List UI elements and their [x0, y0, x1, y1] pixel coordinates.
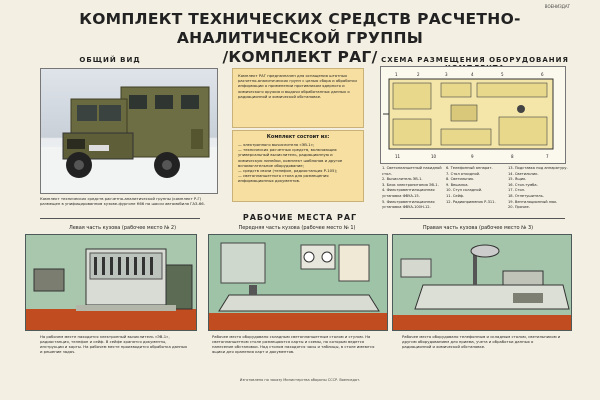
- intro-box: Комплект РАГ предназначен для оснащения …: [232, 68, 364, 128]
- floor-plan: 1 2 3 4 5 6 11 10 9 8 7: [383, 72, 554, 159]
- svg-text:3: 3: [445, 72, 448, 77]
- workplace-right-illustration: [393, 235, 571, 330]
- svg-text:8: 8: [511, 154, 514, 159]
- legend-item: 12. Радиоприемник Р-311.: [446, 199, 496, 204]
- workplace-left-image: [25, 234, 197, 331]
- workplace-left-illustration: [26, 235, 196, 330]
- composition-item: — технических расчетных средств, включаю…: [238, 147, 343, 168]
- legend-item: 16. Стол-тумба.: [508, 182, 538, 187]
- legend-item: 4. Фильтровентиляционная установка ФВУА-…: [382, 188, 435, 198]
- svg-text:6: 6: [541, 72, 544, 77]
- legend-item: 15. Ящик.: [508, 177, 527, 182]
- composition-item: — электронного вычислителя «ЭВ-1»;: [238, 142, 315, 147]
- intro-text: Комплект РАГ предназначен для оснащения …: [238, 73, 357, 99]
- truck-caption: Комплект технических средств расчетно-ан…: [40, 196, 205, 206]
- composition-item: — светопланшетного стола для размещения …: [238, 173, 329, 184]
- legend-item: 14. Светильник.: [508, 171, 539, 176]
- legend-item: 3. Блок электропитания ЭВ-1.: [382, 182, 439, 187]
- page-title-line1: КОМПЛЕКТ ТЕХНИЧЕСКИХ СРЕДСТВ РАСЧЕТНО-АН…: [79, 10, 521, 47]
- legend-item: 18. Огнетушитель.: [508, 193, 544, 198]
- panel-left-caption: На рабочем месте находится электронный в…: [40, 334, 188, 354]
- svg-text:7: 7: [546, 154, 549, 159]
- legend-item: 13. Подставка под аппаратуру.: [508, 166, 568, 170]
- panel-front-caption: Рабочее место оборудовано складным свето…: [212, 334, 375, 354]
- workplaces-heading: РАБОЧИЕ МЕСТА РАГ: [200, 213, 400, 222]
- publisher-mark: ВОЕНИЗДАТ: [544, 4, 570, 9]
- legend-item: 2. Вычислитель ЭВ-1.: [382, 177, 423, 182]
- panel-front-label: Передняя часть кузова (рабочее место № 1…: [238, 225, 356, 231]
- legend-item: 17. Стол.: [508, 188, 526, 193]
- svg-text:9: 9: [471, 154, 474, 159]
- legend-item: 19. Вентиляционный люк.: [508, 199, 558, 204]
- scheme-legend: 1. Светопланшетный накидной стол. 2. Выч…: [382, 166, 572, 216]
- scheme-diagram: 1 2 3 4 5 6 11 10 9 8 7: [380, 66, 566, 164]
- page-title: КОМПЛЕКТ ТЕХНИЧЕСКИХ СРЕДСТВ РАСЧЕТНО-АН…: [40, 10, 560, 67]
- svg-text:4: 4: [471, 72, 474, 77]
- legend-item: 20. Прочие.: [508, 205, 530, 210]
- workplace-right-image: [392, 234, 572, 331]
- panel-right-label: Правая часть кузова (рабочее место № 3): [422, 225, 534, 231]
- page-title-line2: /КОМПЛЕКТ РАГ/: [222, 48, 378, 66]
- svg-text:5: 5: [501, 72, 504, 77]
- legend-item: 11. Сейф.: [446, 193, 465, 198]
- svg-text:10: 10: [431, 154, 437, 159]
- composition-item: — средств связи (телефон, радиостанция Р…: [238, 168, 338, 174]
- legend-item: 10. Стул складной.: [446, 188, 483, 193]
- panel-left-label: Левая часть кузова (рабочее место № 2): [68, 225, 177, 231]
- legend-item: 6. Телефонный аппарат.: [446, 166, 493, 170]
- workplace-front-image: [208, 234, 388, 331]
- svg-text:2: 2: [417, 72, 420, 77]
- legend-item: 8. Светильник.: [446, 177, 475, 182]
- legend-item: 9. Вешалка.: [446, 182, 469, 187]
- legend-item: 1. Светопланшетный накидной стол.: [382, 166, 442, 176]
- truck-photo: [40, 68, 218, 194]
- workplace-front-illustration: [209, 235, 387, 330]
- svg-text:1: 1: [395, 72, 398, 77]
- svg-text:11: 11: [395, 154, 401, 159]
- legend-item: 5. Фильтровентиляционная установка ФВУА-…: [382, 199, 435, 210]
- footer-text: Изготовлено по заказу Министерства оборо…: [239, 378, 361, 382]
- composition-box: Комплект состоит из: — электронного вычи…: [232, 130, 364, 202]
- panel-right-caption: Рабочее место оборудовано телефонным и с…: [402, 334, 561, 349]
- general-view-label: ОБЩИЙ ВИД: [79, 56, 141, 64]
- composition-title: Комплект состоит из:: [266, 134, 330, 140]
- legend-item: 7. Стол откидной.: [446, 171, 481, 176]
- truck-illustration: [41, 86, 217, 193]
